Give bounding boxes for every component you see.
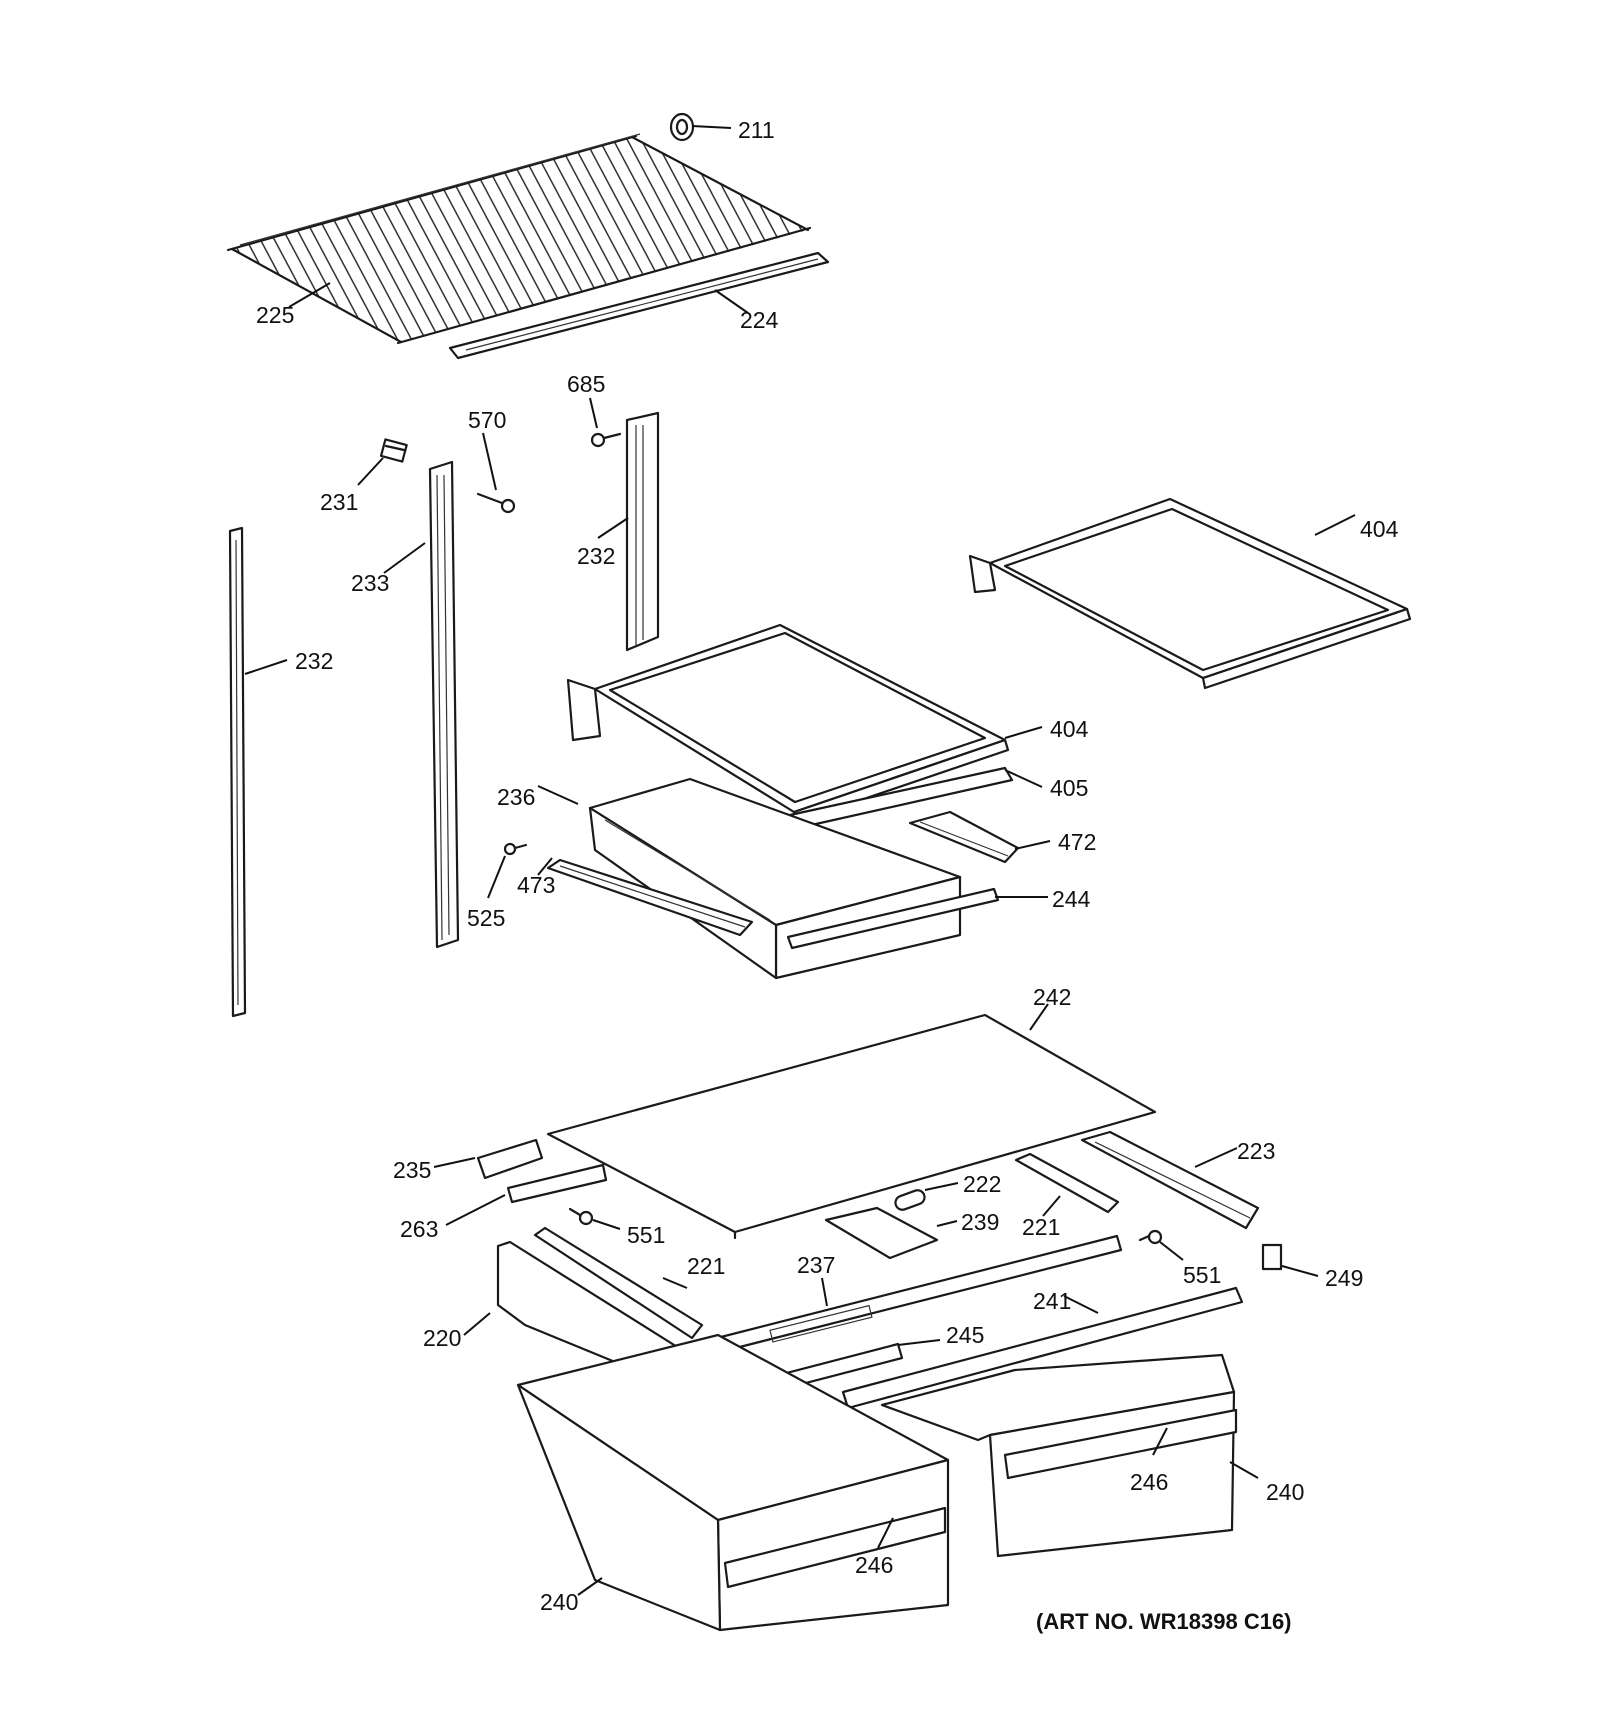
part-241-drawer-trim bbox=[841, 1286, 1244, 1410]
callout-221-left: 221 bbox=[687, 1253, 725, 1279]
part-685-screw bbox=[590, 432, 622, 448]
callout-246-right: 246 bbox=[1130, 1469, 1168, 1495]
callout-211: 211 bbox=[738, 117, 775, 143]
callout-232-rear: 232 bbox=[577, 543, 615, 569]
callout-222: 222 bbox=[963, 1171, 1001, 1197]
part-221-rail-center bbox=[1014, 1152, 1120, 1214]
callout-685: 685 bbox=[567, 371, 605, 397]
part-244-pan-trim bbox=[786, 887, 1000, 950]
callout-246-left: 246 bbox=[855, 1552, 893, 1578]
part-473-slide-rail bbox=[546, 858, 754, 937]
part-249-clip bbox=[1261, 1243, 1283, 1271]
callout-525: 525 bbox=[467, 905, 505, 931]
callout-232-left: 232 bbox=[295, 648, 333, 674]
part-239-bracket bbox=[824, 1206, 939, 1260]
callout-221-center: 221 bbox=[1022, 1214, 1060, 1240]
callout-551-left: 551 bbox=[627, 1222, 665, 1248]
callout-240-left: 240 bbox=[540, 1589, 578, 1615]
part-235-frame-bracket bbox=[476, 1138, 544, 1180]
callout-224: 224 bbox=[740, 307, 779, 333]
part-211-shelf-stop bbox=[669, 112, 695, 142]
part-240-left-drawer bbox=[516, 1333, 950, 1632]
callout-245: 245 bbox=[946, 1322, 984, 1348]
part-232-left-ladder bbox=[228, 526, 247, 1018]
part-223-right-rail bbox=[1080, 1130, 1260, 1230]
part-570-screw bbox=[476, 492, 516, 514]
callout-239: 239 bbox=[961, 1209, 999, 1235]
callout-242: 242 bbox=[1033, 984, 1071, 1010]
part-233-ladder bbox=[428, 460, 460, 949]
callout-249: 249 bbox=[1325, 1265, 1363, 1291]
callout-405: 405 bbox=[1050, 775, 1088, 801]
callout-241: 241 bbox=[1033, 1288, 1071, 1314]
callout-240-right: 240 bbox=[1266, 1479, 1304, 1505]
callout-236: 236 bbox=[497, 784, 535, 810]
part-236-pan bbox=[588, 777, 962, 980]
part-525-screw bbox=[503, 842, 528, 856]
art-number: (ART NO. WR18398 C16) bbox=[1036, 1609, 1292, 1634]
part-551-screw-left bbox=[568, 1207, 594, 1226]
part-231-clip bbox=[379, 438, 408, 463]
callout-233: 233 bbox=[351, 570, 389, 596]
callout-244: 244 bbox=[1052, 886, 1091, 912]
callout-237: 237 bbox=[797, 1252, 835, 1278]
part-222-roller bbox=[894, 1189, 926, 1211]
callout-231: 231 bbox=[320, 489, 358, 515]
callout-570: 570 bbox=[468, 407, 506, 433]
callout-551-right: 551 bbox=[1183, 1262, 1221, 1288]
callout-263: 263 bbox=[400, 1216, 438, 1242]
callout-472: 472 bbox=[1058, 829, 1096, 855]
part-225-wire-shelf bbox=[226, 133, 812, 345]
part-221-rail-left bbox=[533, 1226, 704, 1340]
callout-404-middle: 404 bbox=[1050, 716, 1089, 742]
callout-404-upper: 404 bbox=[1360, 516, 1399, 542]
part-242-glass-cover bbox=[546, 1013, 1157, 1240]
part-404-middle-shelf bbox=[566, 623, 1010, 824]
part-224-shelf-trim bbox=[448, 251, 830, 360]
callout-473: 473 bbox=[517, 872, 555, 898]
leader-lines bbox=[244, 125, 1356, 1596]
callout-225: 225 bbox=[256, 302, 294, 328]
part-472-slide-rail bbox=[908, 810, 1020, 864]
part-232-rear-ladder bbox=[625, 411, 660, 652]
part-240-right-drawer bbox=[880, 1353, 1238, 1558]
part-404-upper-shelf bbox=[968, 497, 1412, 690]
part-551-screw-right bbox=[1138, 1229, 1163, 1245]
callout-235: 235 bbox=[393, 1157, 431, 1183]
callout-223: 223 bbox=[1237, 1138, 1275, 1164]
part-263-frame-trim bbox=[506, 1163, 608, 1204]
callout-220: 220 bbox=[423, 1325, 461, 1351]
